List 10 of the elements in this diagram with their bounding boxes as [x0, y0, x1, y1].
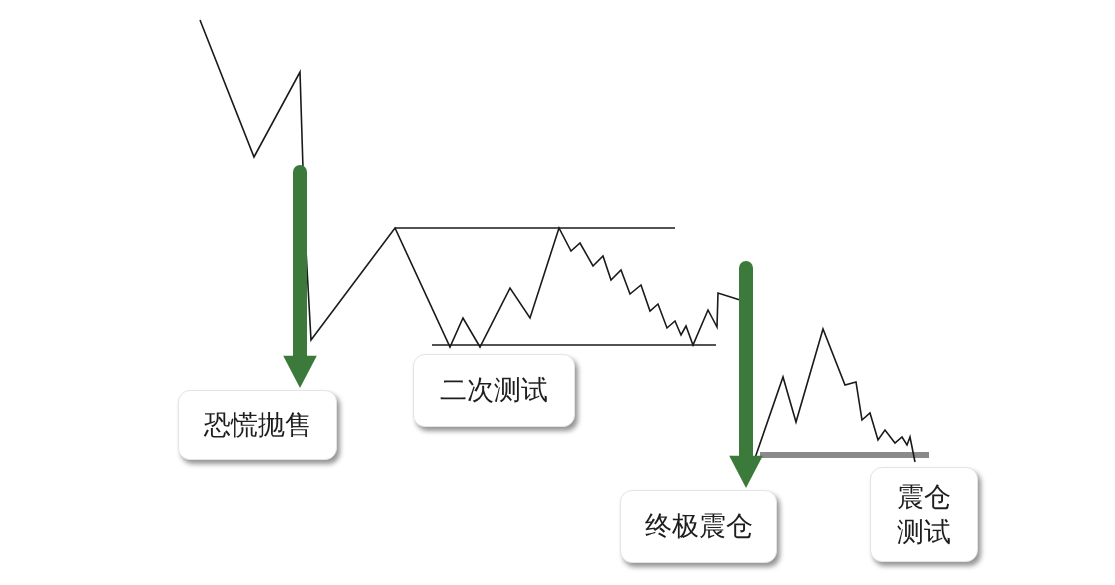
phase-label: 二次测试 — [440, 374, 548, 407]
arrow — [283, 165, 317, 388]
phase-card — [413, 354, 575, 427]
arrow — [729, 261, 763, 488]
phase-card — [870, 467, 978, 562]
phase-card — [178, 390, 337, 460]
phase-card — [620, 490, 777, 563]
phase-label: 终极震仓 — [644, 510, 753, 543]
phase-label: 震仓测试 — [896, 480, 952, 549]
phase-label: 恐慌抛售 — [203, 408, 312, 442]
